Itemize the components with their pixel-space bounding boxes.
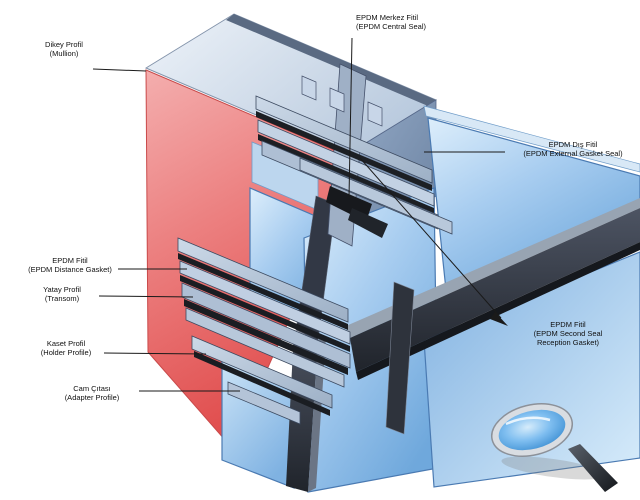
label-holder-profile: Kaset Profil (Holder Profile): [22, 339, 110, 357]
leader-central-seal: [348, 37, 353, 199]
magnifier-handle: [568, 444, 618, 492]
label-mullion-line2: (Mullion): [49, 49, 79, 58]
label-transom: Yatay Profil (Transom): [20, 285, 104, 303]
label-second-seal-line2: (EPDM Second Seal: [533, 329, 603, 338]
label-external-gasket-line1: EPDM Dış Fitil: [548, 140, 598, 149]
label-transom-line1: Yatay Profil: [43, 285, 81, 294]
leader-second-seal: [359, 157, 502, 319]
mullion-cap-right-inner: [385, 281, 415, 435]
label-distance-gasket-line1: EPDM Fitil: [52, 256, 88, 265]
transom-cap-band: [350, 208, 640, 372]
label-mullion-line1: Dikey Profil: [45, 40, 83, 49]
label-distance-gasket: EPDM Fitil (EPDM Distance Gasket): [18, 256, 122, 274]
leader-holder: [103, 352, 207, 355]
label-second-seal-line1: EPDM Fitil: [550, 320, 586, 329]
label-central-seal-line2: (EPDM Central Seal): [356, 22, 427, 31]
mullion-top-edge-strip: [226, 14, 436, 106]
leader-lines: [92, 37, 505, 392]
label-second-seal: EPDM Fitil (EPDM Second Seal Reception G…: [512, 320, 624, 347]
transom-cap-shadow: [356, 242, 640, 380]
magnifier-lens-sparkle: [505, 416, 551, 426]
label-second-seal-line3: Reception Gasket): [536, 338, 600, 347]
label-adapter-profile: Cam Çıtası (Adapter Profile): [42, 384, 142, 402]
magnifier-icon[interactable]: [486, 396, 618, 492]
label-adapter-profile-line1: Cam Çıtası: [73, 384, 111, 393]
label-adapter-profile-line2: (Adapter Profile): [64, 393, 120, 402]
label-external-gasket: EPDM Dış Fitil (EPDM External Gasket Sea…: [506, 140, 640, 158]
label-external-gasket-line2: (EPDM External Gasket Seal): [523, 149, 623, 158]
upper-transom-assembly: [255, 63, 453, 247]
magnifier-shadow: [501, 456, 605, 480]
leader-second-seal-arrowhead: [490, 312, 508, 326]
leader-transom: [98, 295, 194, 298]
label-transom-line2: (Transom): [44, 294, 80, 303]
glass-pane-upper-right: [427, 117, 640, 291]
label-distance-gasket-line2: (EPDM Distance Gasket): [28, 265, 112, 274]
label-holder-profile-line1: Kaset Profil: [46, 339, 86, 348]
lower-transom-assembly: [177, 237, 351, 425]
label-holder-profile-line2: (Holder Profile): [40, 348, 92, 357]
label-central-seal: EPDM Merkez Fitil (EPDM Central Seal): [356, 13, 426, 31]
glass-edge-upper-right: [423, 105, 640, 173]
label-mullion: Dikey Profil (Mullion): [28, 40, 100, 58]
leader-mullion: [92, 68, 147, 72]
label-central-seal-line1: EPDM Merkez Fitil: [356, 13, 419, 22]
transom-cap-highlight: [346, 198, 640, 338]
